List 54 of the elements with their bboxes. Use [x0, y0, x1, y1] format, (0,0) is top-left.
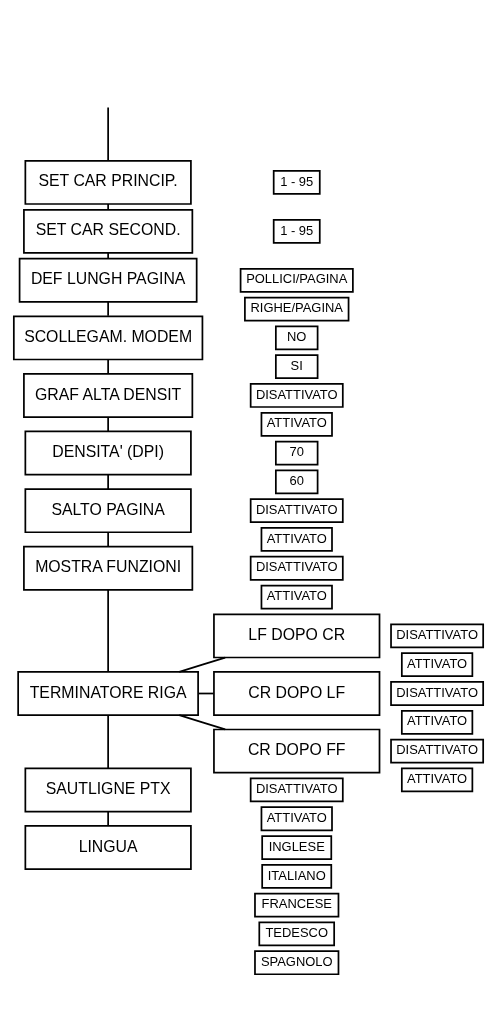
node-box: ATTIVATO [260, 411, 333, 437]
connector [107, 202, 109, 210]
connector [107, 300, 109, 317]
connector [107, 810, 109, 827]
node-box: LF DOPO CR [213, 612, 381, 658]
node-box: DISATTIVATO [390, 623, 485, 648]
node-box: RIGHE/PAGINA [244, 296, 350, 321]
node-box: SCOLLEGAM. MODEM [12, 314, 204, 360]
node-box: 1 - 95 [272, 169, 321, 195]
node-box: SI [275, 353, 319, 379]
node-box: SAUTLIGNE PTX [24, 767, 192, 812]
node-box: DISATTIVATO [390, 680, 485, 706]
node-box: DISATTIVATO [249, 555, 344, 581]
node-box: DISATTIVATO [390, 738, 485, 763]
node-box: FRANCESE [254, 892, 340, 917]
node-box: GRAF ALTA DENSIT [23, 372, 194, 418]
node-box: SALTO PAGINA [24, 487, 192, 533]
connector [178, 713, 227, 730]
node-box: CR DOPO LF [213, 670, 381, 716]
node-box: DENSITA' (DPI) [24, 430, 192, 476]
node-box: NO [275, 325, 319, 350]
node-box: TERMINATORE RIGA [17, 670, 199, 716]
connector [107, 473, 109, 490]
node-box: 60 [275, 469, 319, 494]
node-box: DISATTIVATO [249, 382, 344, 408]
node-box: DISATTIVATO [249, 497, 344, 523]
node-box: 1 - 95 [272, 218, 321, 244]
connector [107, 106, 109, 162]
node-box: INGLESE [261, 834, 333, 860]
connector [107, 531, 109, 547]
connector [178, 656, 227, 673]
node-box: ATTIVATO [400, 651, 474, 677]
node-box: ATTIVATO [400, 767, 474, 792]
node-box: CR DOPO FF [213, 728, 381, 774]
node-box: ITALIANO [261, 863, 333, 889]
node-box: ATTIVATO [260, 805, 333, 831]
connector [107, 714, 109, 769]
node-box: DEF LUNGH PAGINA [18, 257, 198, 303]
node-box: ATTIVATO [260, 526, 333, 552]
connector [107, 588, 109, 672]
node-box: TEDESCO [258, 921, 336, 946]
node-box: LINGUA [24, 824, 192, 870]
node-box: 70 [275, 440, 319, 465]
node-box: SET CAR SECOND. [23, 208, 194, 254]
node-box: ATTIVATO [400, 709, 474, 735]
node-box: SET CAR PRINCIP. [24, 159, 192, 205]
connector [107, 358, 109, 374]
node-box: SPAGNOLO [254, 949, 340, 975]
connector [107, 415, 109, 432]
node-box: MOSTRA FUNZIONI [23, 545, 194, 591]
connector [107, 251, 109, 259]
node-box: POLLICI/PAGINA [239, 267, 354, 293]
node-box: DISATTIVATO [249, 777, 344, 802]
node-box: ATTIVATO [260, 584, 333, 609]
